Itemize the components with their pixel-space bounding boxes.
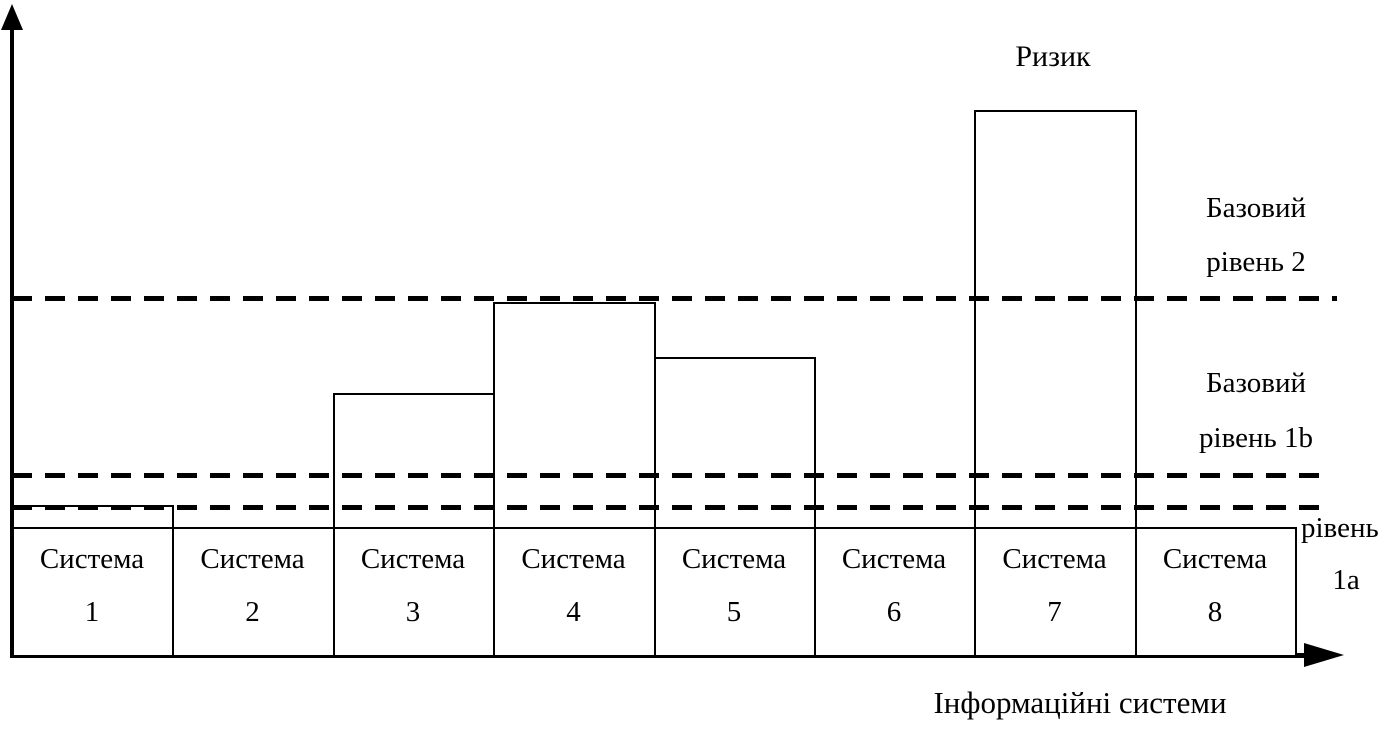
bar-label-system-7-number: 7 xyxy=(1047,596,1062,628)
bar-label-system-3-number: 3 xyxy=(405,596,421,628)
threshold-label-level-1b-line2: рівень 1b xyxy=(1199,422,1313,454)
bar-label-system-6-number: 6 xyxy=(886,596,902,628)
bar-label-system-2-name: Система xyxy=(200,543,305,575)
y-axis-title: Ризик xyxy=(1015,40,1091,73)
threshold-label-level-2-line2: рівень 2 xyxy=(1206,246,1306,278)
label-row-separator xyxy=(12,527,1297,529)
x-axis-title: Інформаційні системи xyxy=(933,685,1227,720)
bar-system-1 xyxy=(12,505,174,657)
bar-label-system-5-name: Система xyxy=(681,543,787,575)
bar-system-2 xyxy=(172,527,335,657)
threshold-line-level-1a xyxy=(12,505,1328,510)
threshold-label-level-1a-line1: рівень xyxy=(1301,512,1379,544)
bar-label-system-2-number: 2 xyxy=(245,596,260,628)
x-axis-arrow-icon xyxy=(1304,643,1344,667)
bar-system-4 xyxy=(493,302,656,657)
bar-label-system-4-number: 4 xyxy=(566,596,581,628)
bar-system-8 xyxy=(1135,527,1297,657)
bar-label-system-6-name: Система xyxy=(841,543,947,575)
bar-label-system-8-name: Система xyxy=(1162,543,1268,575)
bar-label-system-4-name: Система xyxy=(521,543,626,575)
bar-label-system-8-number: 8 xyxy=(1207,596,1223,628)
y-axis xyxy=(10,26,14,658)
bar-system-3 xyxy=(333,393,495,657)
threshold-line-level-2 xyxy=(12,296,1337,301)
bar-system-7 xyxy=(974,110,1137,657)
bar-system-6 xyxy=(814,527,976,657)
threshold-label-level-1b-line1: Базовий xyxy=(1205,367,1307,399)
threshold-label-level-2-line1: Базовий xyxy=(1205,192,1307,224)
bar-label-system-3-name: Система xyxy=(360,543,466,575)
threshold-line-level-1b xyxy=(12,473,1332,478)
threshold-label-level-1a-line2: 1a xyxy=(1332,564,1360,596)
bar-label-system-1-number: 1 xyxy=(84,596,100,628)
bar-label-system-5-number: 5 xyxy=(726,596,742,628)
bar-label-system-1-name: Система xyxy=(39,543,145,575)
y-axis-arrow-icon xyxy=(1,4,23,30)
bar-label-system-7-name: Система xyxy=(1002,543,1107,575)
